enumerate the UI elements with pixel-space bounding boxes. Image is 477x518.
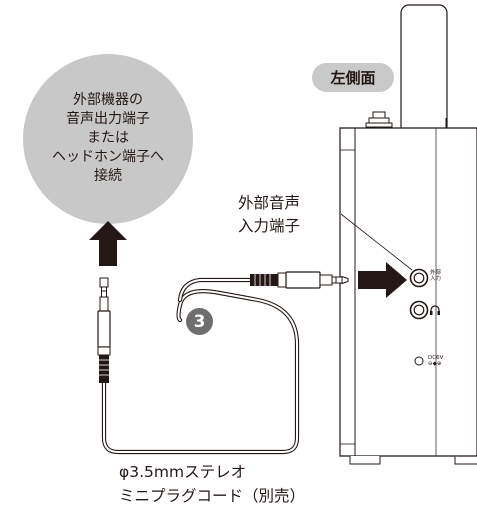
cable-caption: φ3.5mmステレオ ミニプラグコード（別売） bbox=[119, 460, 305, 508]
cable-caption-line: ミニプラグコード（別売） bbox=[119, 487, 306, 505]
jack-callout-line: 入力端子 bbox=[238, 217, 301, 235]
bubble-line: 接続 bbox=[94, 168, 122, 184]
jack-callout-line: 外部音声 bbox=[238, 194, 301, 212]
up-arrow bbox=[89, 221, 127, 266]
jack-callout-label: 外部音声 入力端子 bbox=[238, 192, 300, 238]
cable-caption-line: φ3.5mmステレオ bbox=[119, 463, 247, 481]
dc-input-panel-label: DC6V ⊖◆⊕ bbox=[428, 355, 443, 367]
panel-label-line: ⊖◆⊕ bbox=[428, 361, 442, 367]
ext-input-panel-label: 外部 入力 bbox=[430, 270, 441, 282]
panel-label-line: 外部 bbox=[430, 270, 442, 276]
bubble-line: 音声出力端子 bbox=[66, 111, 150, 127]
panel-label-line: 入力 bbox=[430, 276, 442, 282]
side-view-badge: 左側面 bbox=[312, 63, 394, 92]
panel-label-line: DC6V bbox=[428, 355, 444, 361]
headphone-jack bbox=[409, 300, 429, 320]
device-body bbox=[339, 118, 477, 465]
bubble-line: 外部機器の bbox=[73, 92, 143, 108]
right-arrow bbox=[358, 262, 407, 298]
external-device-instruction: 外部機器の 音声出力端子 または ヘッドホン端子へ 接続 bbox=[27, 91, 189, 186]
vertical-plug bbox=[97, 277, 111, 383]
callout-leader-line bbox=[340, 213, 413, 271]
horizontal-plug bbox=[250, 271, 349, 289]
external-device-bubble bbox=[23, 54, 193, 224]
ext-input-jack bbox=[409, 268, 429, 288]
bubble-line: または bbox=[87, 130, 129, 146]
device-top-knob bbox=[365, 111, 393, 128]
dc-input-jack bbox=[414, 356, 424, 366]
headphone-icon bbox=[430, 305, 440, 315]
bubble-line: ヘッドホン端子へ bbox=[52, 149, 164, 165]
step-number-badge: 3 bbox=[186, 308, 213, 335]
